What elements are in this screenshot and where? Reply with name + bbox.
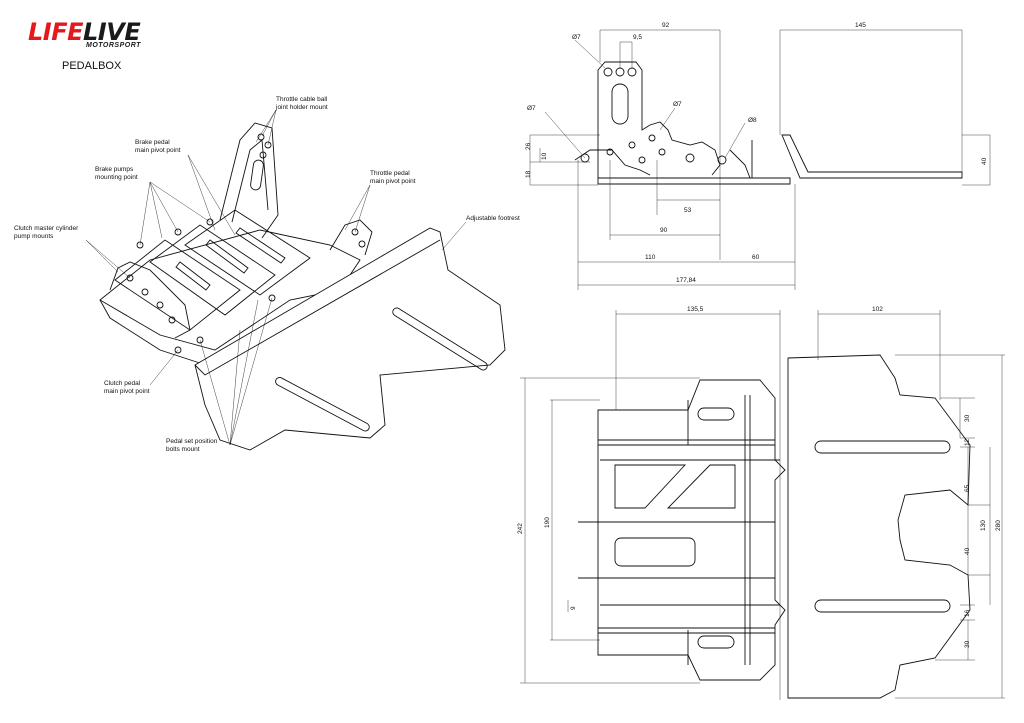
logo-wordmark: LIFELIVE xyxy=(28,18,141,46)
dim-dia7-left: Ø7 xyxy=(527,105,536,112)
dim-16: 16 xyxy=(964,609,971,617)
dim-10: 10 xyxy=(541,152,548,160)
dim-40-top: 40 xyxy=(964,547,971,555)
callout-pedal-set: Pedal set position bolts mount xyxy=(166,438,218,453)
dim-30-bottom: 30 xyxy=(964,640,971,648)
logo-live-text: LIVE xyxy=(83,18,141,46)
dim-110: 110 xyxy=(645,254,656,261)
dim-177-84: 177,84 xyxy=(676,277,696,284)
callout-footrest: Adjustable footrest xyxy=(466,215,520,222)
callout-brake-pivot: Brake pedal main pivot point xyxy=(135,139,181,154)
logo-life-text: LIFE xyxy=(28,18,84,46)
dim-145: 145 xyxy=(855,22,866,29)
top-view: 135,5 102 242 190 30 12 65 130 280 40 16… xyxy=(517,306,1005,700)
dim-9: 9 xyxy=(570,606,577,610)
dim-130: 130 xyxy=(980,520,987,531)
dim-dia8: Ø8 xyxy=(748,117,757,124)
callout-clutch-pivot: Clutch pedal main pivot point xyxy=(104,380,150,395)
dim-242: 242 xyxy=(517,523,524,534)
dim-90: 90 xyxy=(660,227,668,234)
dim-9-5: 9,5 xyxy=(633,34,642,41)
side-view: 92 145 Ø7 9,5 Ø7 Ø7 Ø8 26 10 18 40 53 90… xyxy=(525,22,991,290)
callout-clutch-master: Clutch master cylinder pump mounts xyxy=(14,225,79,240)
dim-102: 102 xyxy=(872,306,883,313)
page-title: PEDALBOX xyxy=(62,60,122,72)
dim-65: 65 xyxy=(964,484,971,492)
dim-53: 53 xyxy=(684,207,692,214)
dim-135-5: 135,5 xyxy=(687,306,704,313)
dim-12: 12 xyxy=(964,438,971,446)
dim-40-side: 40 xyxy=(981,157,988,165)
dim-dia7-top: Ø7 xyxy=(572,34,581,41)
callout-brake-pumps: Brake pumps mounting point xyxy=(95,166,138,181)
isometric-pedalbox xyxy=(85,109,506,451)
dim-280: 280 xyxy=(995,520,1002,531)
dim-190: 190 xyxy=(544,517,551,528)
callout-throttle-pivot: Throttle pedal main pivot point xyxy=(370,170,416,185)
dim-26: 26 xyxy=(525,142,532,150)
dim-18: 18 xyxy=(525,170,532,178)
dim-dia7-mid: Ø7 xyxy=(673,101,682,108)
logo-subtitle: MOTORSPORT xyxy=(86,42,141,49)
dim-60: 60 xyxy=(752,254,760,261)
callout-throttle-cable: Throttle cable ball joint holder mount xyxy=(276,96,328,111)
dim-30-top: 30 xyxy=(964,414,971,422)
brand-logo: LIFELIVE MOTORSPORT xyxy=(28,20,158,54)
dim-92: 92 xyxy=(662,22,670,29)
